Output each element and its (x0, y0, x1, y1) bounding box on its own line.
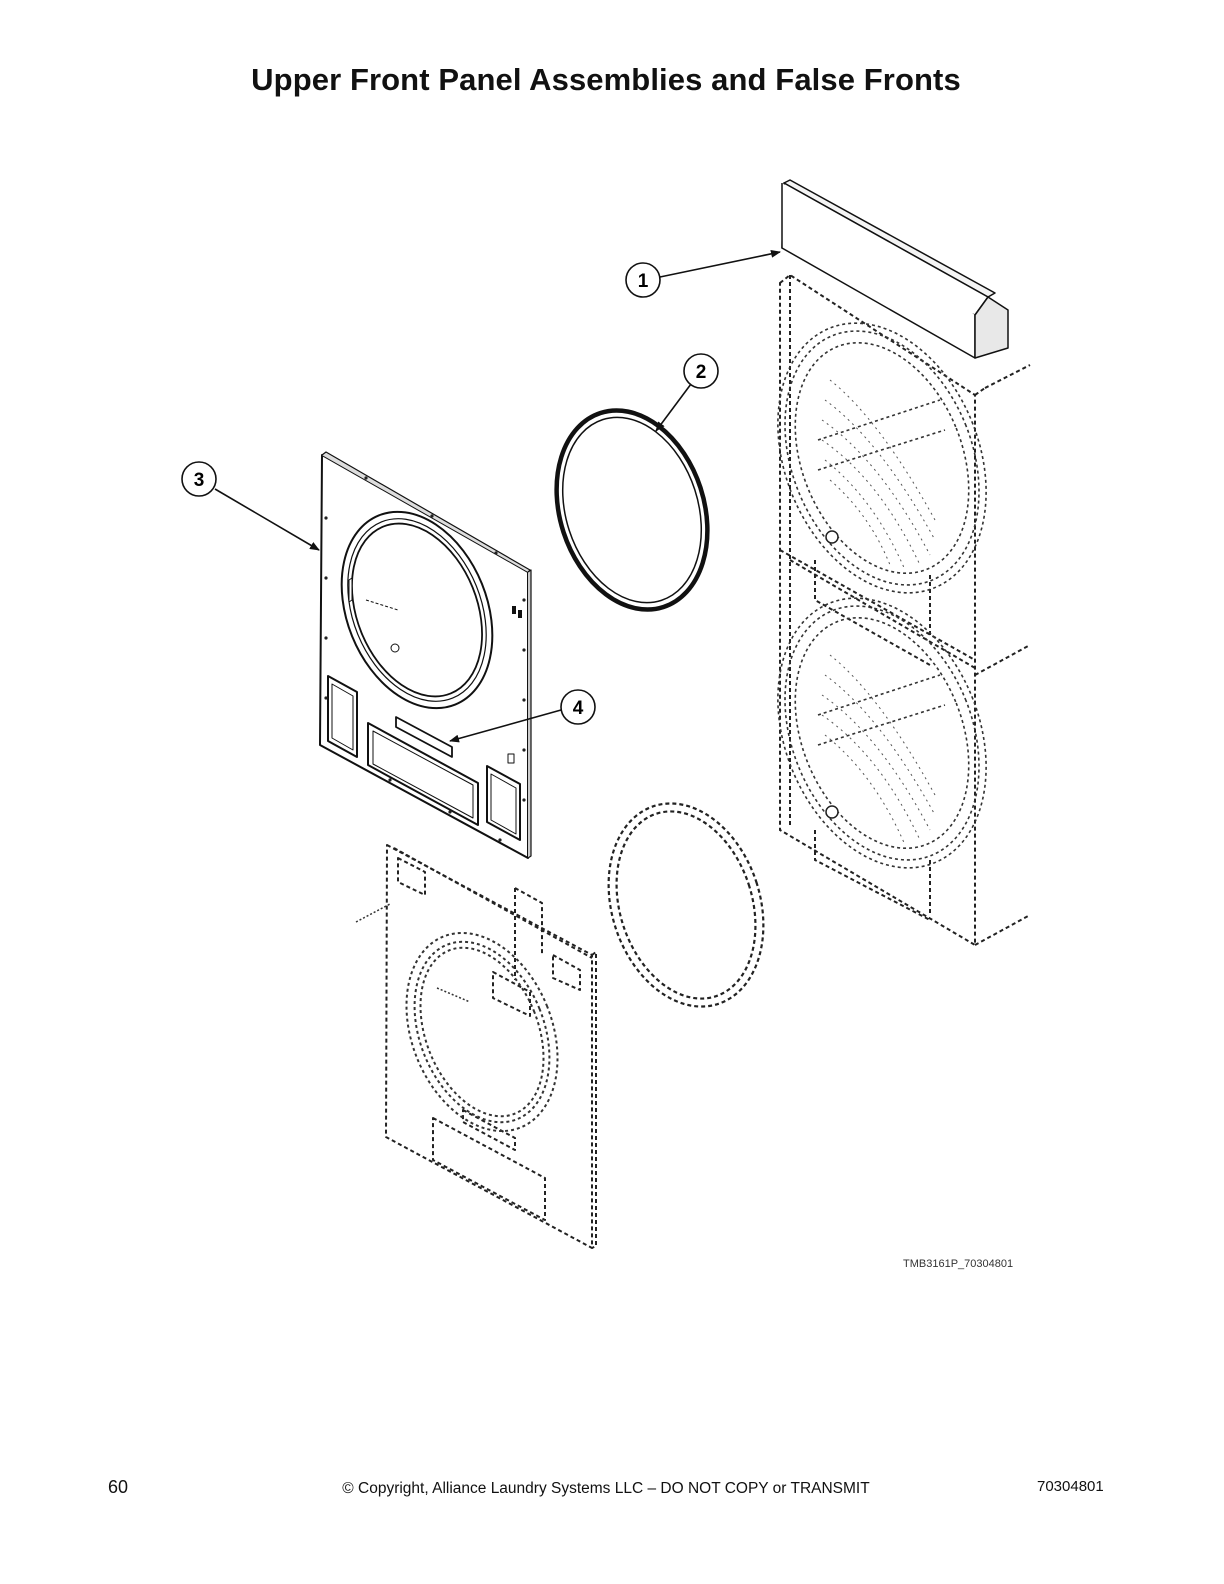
panel-screw-holes (324, 476, 526, 842)
figure-id: TMB3161P_70304801 (903, 1258, 1014, 1270)
callout-2-label: 2 (696, 362, 707, 383)
callout-4-label: 4 (573, 698, 584, 719)
callout-leaders (214, 249, 781, 743)
upper-drum-perforations (821, 379, 936, 571)
screw-hardware (355, 903, 471, 1003)
callout-3: 3 (181, 461, 217, 497)
callout-4-circle (560, 689, 596, 725)
false-front-box (781, 179, 1009, 359)
callout-3-circle (181, 461, 217, 497)
lower-front-panel-outline (385, 844, 597, 1249)
callout-2-circle (683, 353, 719, 389)
callout-1-label: 1 (638, 271, 649, 292)
callout-1-circle (625, 262, 661, 298)
copyright-notice: © Copyright, Alliance Laundry Systems LL… (342, 1480, 870, 1497)
page-title: Upper Front Panel Assemblies and False F… (251, 62, 961, 97)
door-gasket-ring (554, 408, 710, 612)
upper-front-panel (319, 451, 532, 859)
lower-panel-porthole-outline (405, 931, 559, 1133)
callout-2: 2 (683, 353, 719, 389)
cabinet-frame-outline (779, 273, 1031, 947)
document-number: 70304801 (1037, 1478, 1104, 1495)
callout-3-label: 3 (194, 470, 205, 491)
lower-gasket-ring-outline (607, 802, 765, 1008)
lower-drum-perforations (821, 654, 936, 846)
callout-1: 1 (625, 262, 661, 298)
page-number: 60 (108, 1477, 129, 1497)
callout-4: 4 (560, 689, 596, 725)
drum-hinge-knobs (825, 530, 839, 819)
lower-drum-outline (777, 597, 987, 869)
